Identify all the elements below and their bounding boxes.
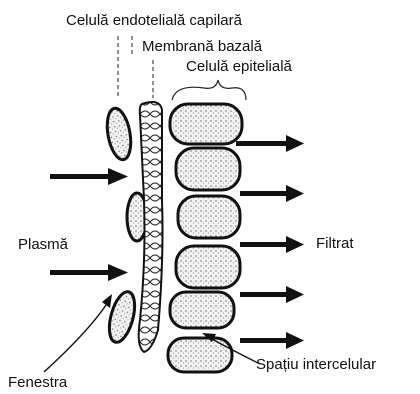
- plasma-arrow-2-head: [108, 264, 128, 281]
- plasma-arrow-2-shaft: [50, 270, 110, 275]
- filtrate-arrow-1-head: [286, 135, 304, 152]
- epithelial-cell-5: [170, 292, 234, 328]
- intercellular-label: Spațiu intercelular: [256, 356, 376, 373]
- filtrate-arrow-3-shaft: [240, 242, 288, 247]
- epithelial-cell-2: [176, 148, 240, 190]
- endothelial-label: Celulă endotelială capilară: [66, 12, 242, 29]
- epithelial-cell-3: [178, 196, 240, 238]
- filtrate-arrow-3-head: [286, 236, 304, 253]
- filtrate-label: Filtrat: [316, 235, 354, 252]
- filtrate-arrow-5-head: [286, 332, 304, 349]
- epithelial-cell-6: [168, 338, 232, 372]
- fenestra-pointer: [44, 302, 108, 372]
- filtrate-arrow-4-head: [286, 286, 304, 303]
- epithelial-brace: [172, 80, 246, 100]
- plasma-arrow-1-head: [108, 168, 128, 185]
- epithelial-cell-4: [176, 246, 240, 288]
- epithelial-cells: [168, 104, 242, 372]
- fenestra-pointer-head: [102, 294, 112, 308]
- epithelial-label: Celulă epitelială: [186, 58, 292, 75]
- plasma-label: Plasmă: [18, 236, 68, 253]
- filtrate-arrow-2-shaft: [240, 191, 288, 196]
- fenestra-label: Fenestra: [8, 374, 67, 391]
- endothelial-cell-1: [104, 106, 135, 161]
- epithelial-cell-1: [170, 104, 242, 144]
- plasma-arrows: [50, 168, 128, 281]
- plasma-arrow-1-shaft: [50, 174, 110, 179]
- filtrate-arrow-5-shaft: [240, 338, 288, 343]
- filtrate-arrow-1-shaft: [236, 141, 288, 146]
- filtrate-arrow-2-head: [286, 185, 304, 202]
- filtrate-arrows: [236, 135, 304, 349]
- filtrate-arrow-4-shaft: [240, 292, 288, 297]
- basement-label: Membrană bazală: [142, 38, 262, 55]
